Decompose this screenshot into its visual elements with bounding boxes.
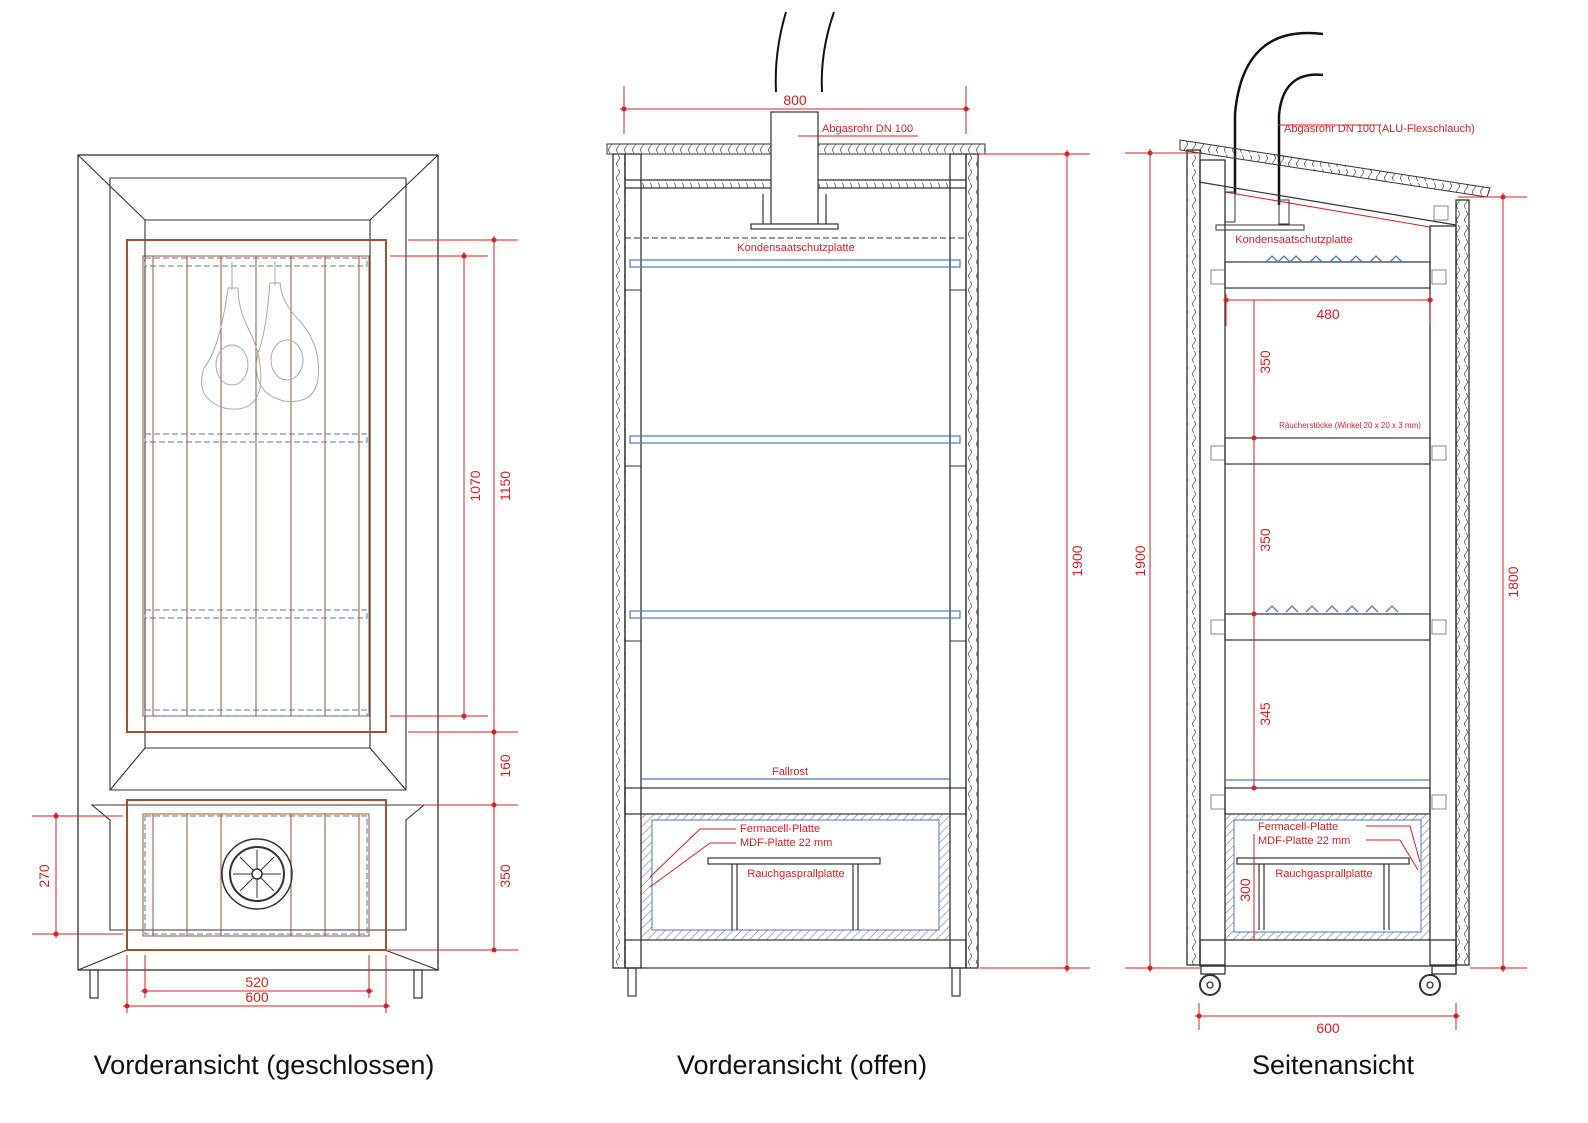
dim-1070: 1070 (467, 470, 483, 501)
side-view: 1900 1800 480 350 350 345 300 600 Abgasr… (1125, 31, 1527, 1080)
front-view-open: 800 1900 Abgasrohr DN 100 Kondensaatschu… (606, 11, 1090, 1080)
air-vent-icon (221, 838, 293, 910)
dim-345: 345 (1257, 702, 1273, 726)
exhaust-pipe-flex (1233, 31, 1324, 205)
dim-350-middle: 350 (1257, 528, 1273, 552)
caption-side: Seitenansicht (1252, 1050, 1415, 1080)
lower-door (126, 799, 387, 951)
dim-800: 800 (783, 92, 807, 108)
upper-door-frame (77, 154, 439, 791)
castor-wheels (1199, 965, 1457, 996)
dim-1150: 1150 (497, 471, 513, 501)
label-abgasrohr: Abgasrohr DN 100 (822, 123, 913, 135)
dim-600-side: 600 (1316, 1020, 1340, 1036)
dim-1900-side: 1900 (1132, 545, 1148, 576)
shelf-outline-dashed (144, 257, 368, 717)
label-fermacell: Fermacell-Platte (740, 823, 820, 835)
label-rauchgasprallplatte-side: Rauchgasprallplatte (1275, 868, 1372, 880)
cabinet-feet (89, 969, 423, 999)
cabinet-walls (612, 153, 979, 969)
door-slats (152, 256, 360, 716)
label-mdf-side: MDF-Platte 22 mm (1258, 835, 1350, 847)
dim-600: 600 (245, 989, 269, 1005)
smoking-sticks (1265, 255, 1403, 613)
lower-door-frame (77, 804, 439, 971)
dim-1900-front: 1900 (1069, 545, 1085, 576)
caption-front-closed: Vorderansicht (geschlossen) (94, 1050, 435, 1080)
ham-illustration (201, 262, 320, 410)
dim-350-upper: 350 (1257, 350, 1273, 374)
label-raeucherstoecke: Räucherstöcke (Winkel 20 x 20 x 3 mm) (1279, 421, 1421, 430)
cabinet-outline (77, 154, 439, 971)
side-shelves (1224, 261, 1431, 815)
exhaust-pipe (774, 11, 835, 93)
dim-270: 270 (36, 864, 52, 888)
label-fermacell-side: Fermacell-Platte (1258, 821, 1338, 833)
label-kondensaatschutzplatte: Kondensaatschutzplatte (737, 242, 854, 254)
label-fallrost: Fallrost (772, 766, 808, 778)
dim-350: 350 (497, 864, 513, 888)
slanted-roof (1179, 139, 1491, 198)
label-mdf: MDF-Platte 22 mm (740, 837, 832, 849)
dim-480: 480 (1316, 306, 1340, 322)
dimension-lines (32, 236, 518, 1013)
dim-300: 300 (1237, 878, 1253, 902)
label-rauchgasprallplatte: Rauchgasprallplatte (747, 868, 844, 880)
dim-520: 520 (245, 974, 269, 990)
baffle-plate (707, 857, 881, 930)
caption-front-open: Vorderansicht (offen) (677, 1050, 927, 1080)
label-kondensaatschutzplatte-side: Kondensaatschutzplatte (1235, 234, 1352, 246)
upper-door (126, 239, 387, 733)
dim-160: 160 (497, 754, 513, 778)
front-view-closed: 1150 1070 160 350 270 520 600 Vorderansi… (32, 154, 518, 1080)
combustion-chamber (640, 813, 951, 941)
label-abgasrohr-flex: Abgasrohr DN 100 (ALU-Flexschlauch) (1284, 123, 1475, 135)
shelves (625, 289, 966, 642)
dim-1800: 1800 (1505, 566, 1521, 597)
